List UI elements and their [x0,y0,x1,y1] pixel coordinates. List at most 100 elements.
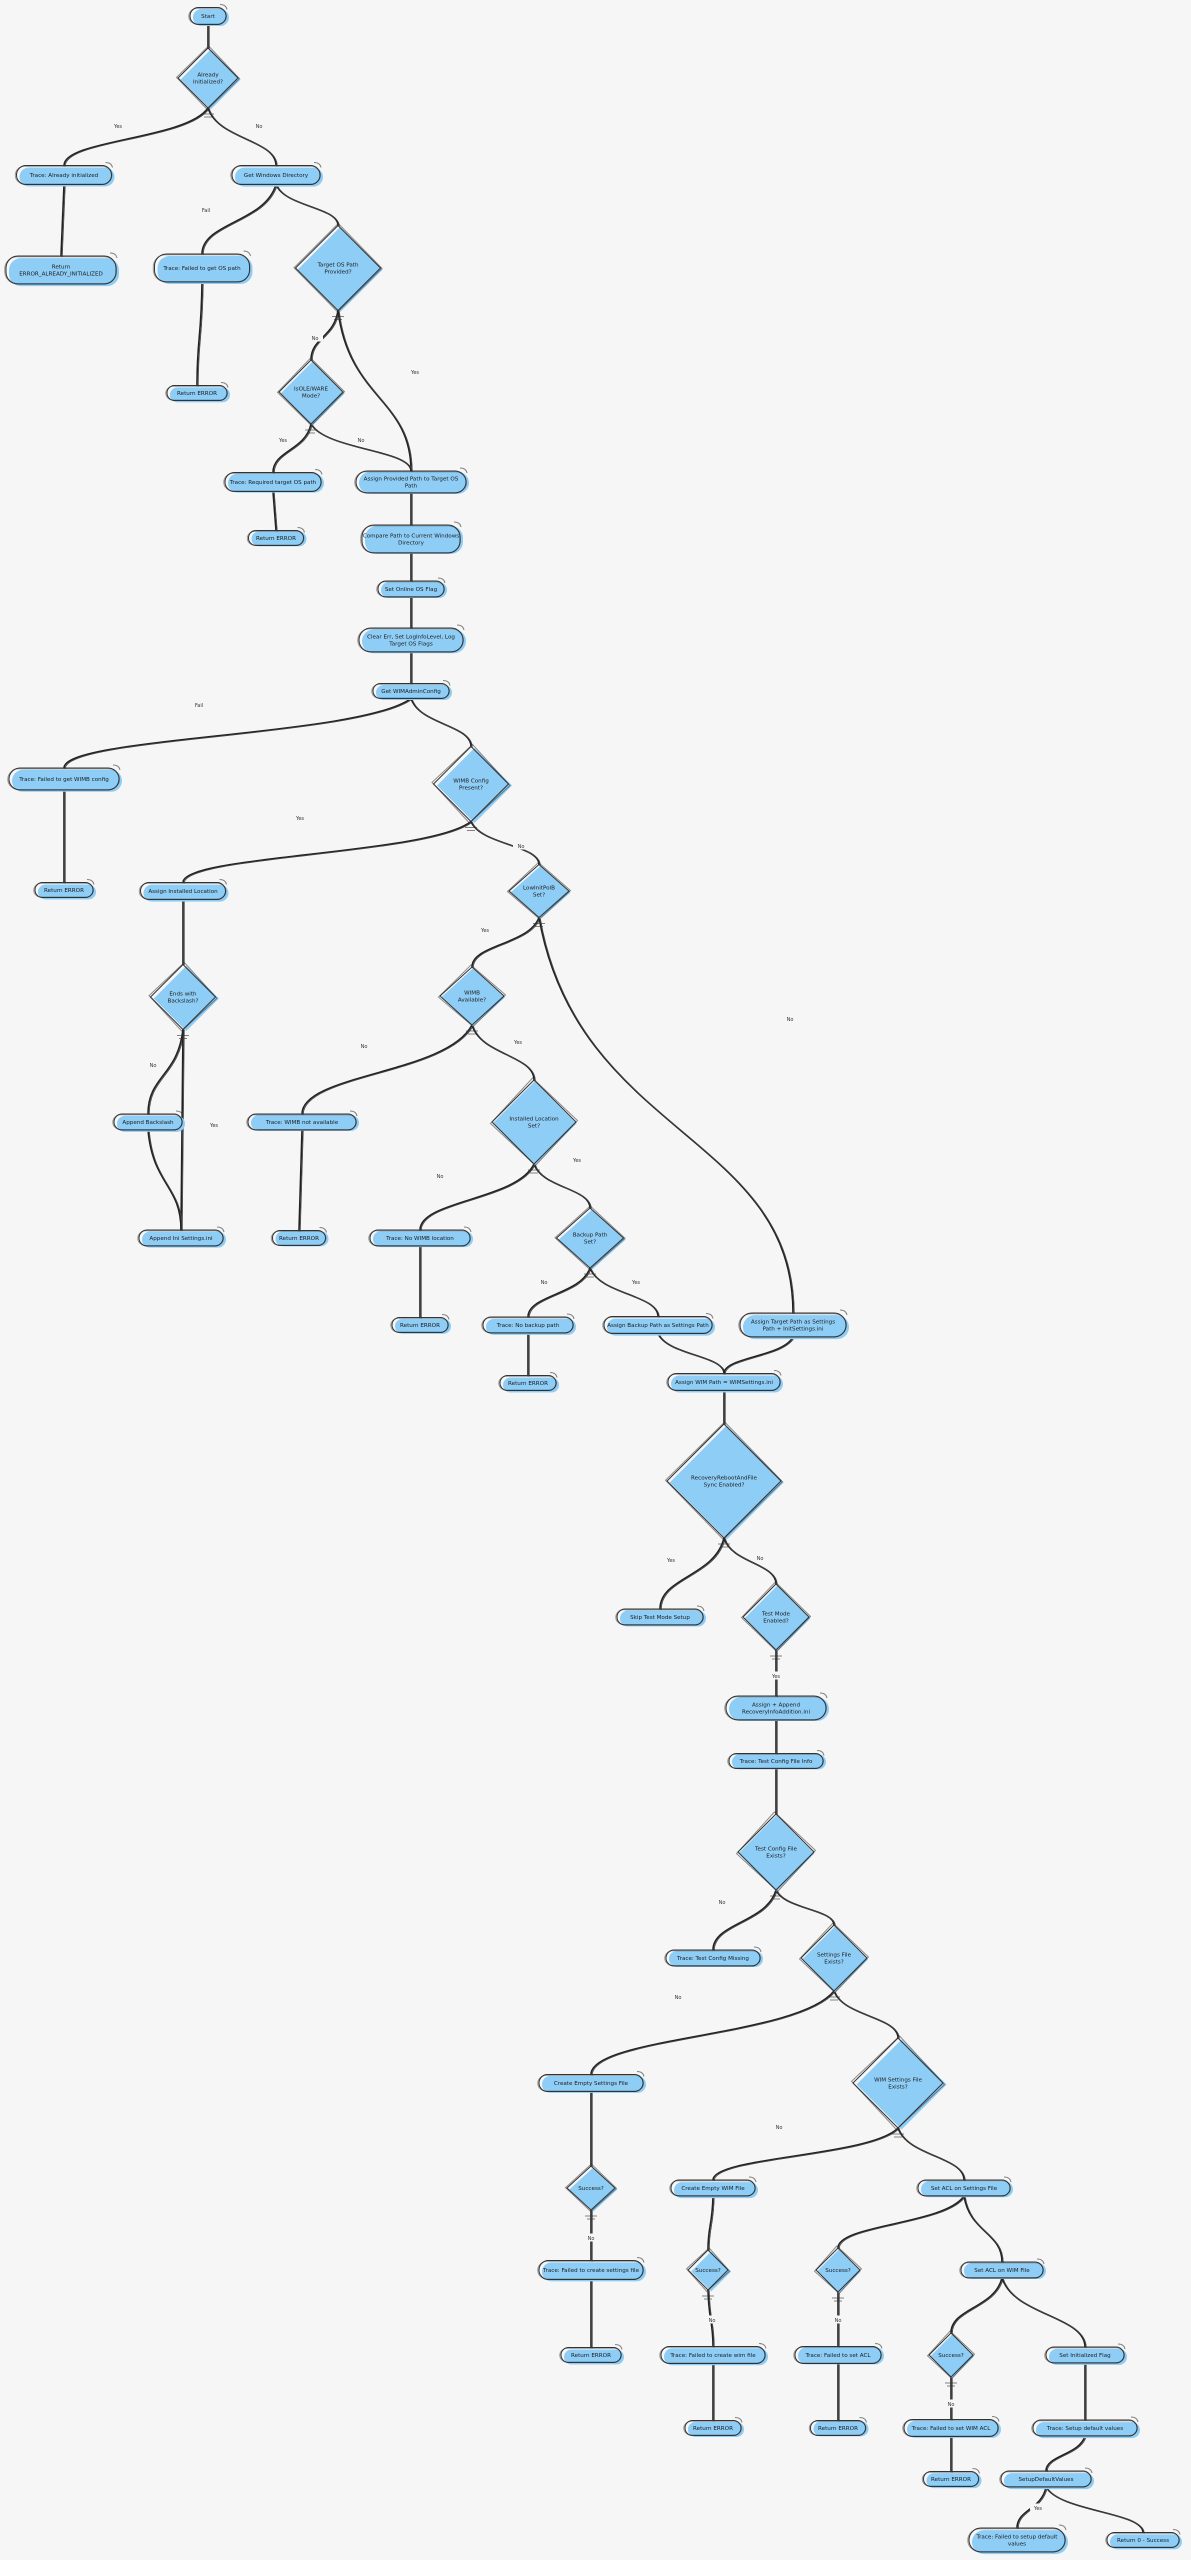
box-fill [395,1318,451,1334]
edge-label-text: No [787,1017,794,1023]
process-node-n41: Trace: Test Config File Info [727,1750,826,1770]
process-node-n23: Append Ini Settings.ini [137,1226,226,1248]
box-fill [564,2349,624,2365]
box-sketch-stroke [1172,2529,1181,2535]
box-fill [972,2530,1068,2555]
edge-label-text: No [361,1044,368,1050]
edge-label-text: No [757,1556,764,1562]
edge-label: Yes [407,367,423,376]
edge-label: No [356,1041,372,1050]
node-label: Trace: No WIMB location [385,1236,454,1242]
edge-label: Yes [569,1155,585,1164]
box-sketch-outline [669,2180,756,2197]
edge-label-text: Yes [113,124,122,130]
edge-n34-n36 [657,1332,726,1375]
node-label: Assign + Append [752,1702,800,1708]
connector-line [707,2195,714,2251]
edge-n14-n15 [410,596,413,630]
connector-sketch-line [658,1333,726,1375]
edge-n45-n46 [590,2090,593,2168]
box-fill [38,884,96,900]
diamond-sketch-stroke [585,2215,597,2220]
node-label: Provided? [324,270,351,276]
connector-sketch-line [273,424,313,474]
connector-line [659,1537,725,1610]
edge-label-background [353,435,369,444]
edge-label-background [356,1041,372,1050]
box-fill [921,2181,1013,2198]
edge-n19-n20 [182,820,473,884]
diamond-outline [294,224,382,312]
box-sketch-stroke [1130,2416,1139,2423]
diamond-sketch-outline [489,1077,579,1167]
node-label: ERROR_ALREADY_INITIALIZED [19,272,103,278]
edge-label-background [510,1037,526,1046]
process-node-n63: Trace: Setup default values [1031,2416,1140,2439]
connector-line [527,1267,591,1318]
diamond-sketch-stroke [465,827,477,831]
node-label: Trace: Test Config File Info [739,1759,813,1765]
box-sketch-outline [902,2419,999,2437]
process-node-n16: Get WIMAdminConfig [371,680,452,701]
edge-label-text: Yes [666,1558,675,1564]
edge-label-text: Yes [771,1674,780,1680]
connector-sketch-line [181,1029,185,1232]
box-sketch-outline [537,2260,644,2280]
process-node-n34: Assign Backup Path as Settings Path [602,1313,715,1336]
box-sketch-stroke [1084,2467,1093,2474]
edge-n9-n12 [310,423,413,473]
connector-line [182,820,472,884]
box-sketch-outline [602,1316,713,1334]
edge-label-background [292,813,308,822]
box-fill [359,471,469,494]
edge-label-background [670,1992,686,2001]
connector-sketch-line [964,2196,1004,2264]
box-sketch-outline [354,471,467,494]
box-fill [542,2075,646,2093]
box-fill [373,1231,473,1248]
connector-sketch-line [311,310,340,362]
diamond-sketch-stroke [305,429,317,434]
edge-label-text: No [776,2125,783,2131]
edge-n3-n4 [60,183,66,258]
edge-label-background [768,1671,784,1680]
edge-label-background [110,121,126,130]
edge-label-text: No [948,2402,955,2408]
node-label: Installed Location [509,1116,559,1122]
box-sketch-stroke [566,1313,575,1320]
process-node-n47: Trace: Failed to create settings file [537,2257,646,2282]
box-sketch-stroke [441,1314,450,1320]
diamond-sketch-outline [685,2247,731,2293]
decision-node-n51: Success? [685,2247,732,2300]
process-node-n3: Trace: Already initialized [14,162,115,187]
diamond-sketch-outline [813,2245,863,2295]
diamond-sketch-stroke [828,1996,840,2001]
box-sketch-outline [481,1317,574,1334]
edge-label-background [307,333,323,342]
edge-label: No [752,1553,768,1562]
connector-sketch-line [420,1164,536,1232]
box-fill [620,1610,706,1627]
box-sketch-outline [664,1950,761,1967]
process-node-n1: Start [188,4,229,26]
box-sketch-outline [967,2528,1066,2553]
connector-line [1016,2486,1047,2529]
connector-sketch-line [713,1890,778,1952]
connector-sketch-line [590,1268,660,1318]
box-sketch-stroke [437,577,446,584]
edge-label-text: Yes [631,1280,640,1286]
diamond-sketch-stroke [718,1543,730,1548]
process-node-n36: Assign WIM Path = WIMSettings.ini [666,1370,783,1393]
box-sketch-outline [270,1230,327,1246]
edge-n52-n53 [712,2362,715,2422]
process-node-n58: Set ACL on WIM File [959,2258,1046,2279]
edge-label: No [782,1014,798,1023]
process-node-n32: Trace: No backup path [481,1313,576,1335]
diamond-sketch-outline [276,357,346,427]
box-fill [381,582,447,599]
diamond-sketch-outline [148,961,218,1032]
box-sketch-stroke [816,1750,825,1756]
node-label: Ends with [169,991,197,997]
